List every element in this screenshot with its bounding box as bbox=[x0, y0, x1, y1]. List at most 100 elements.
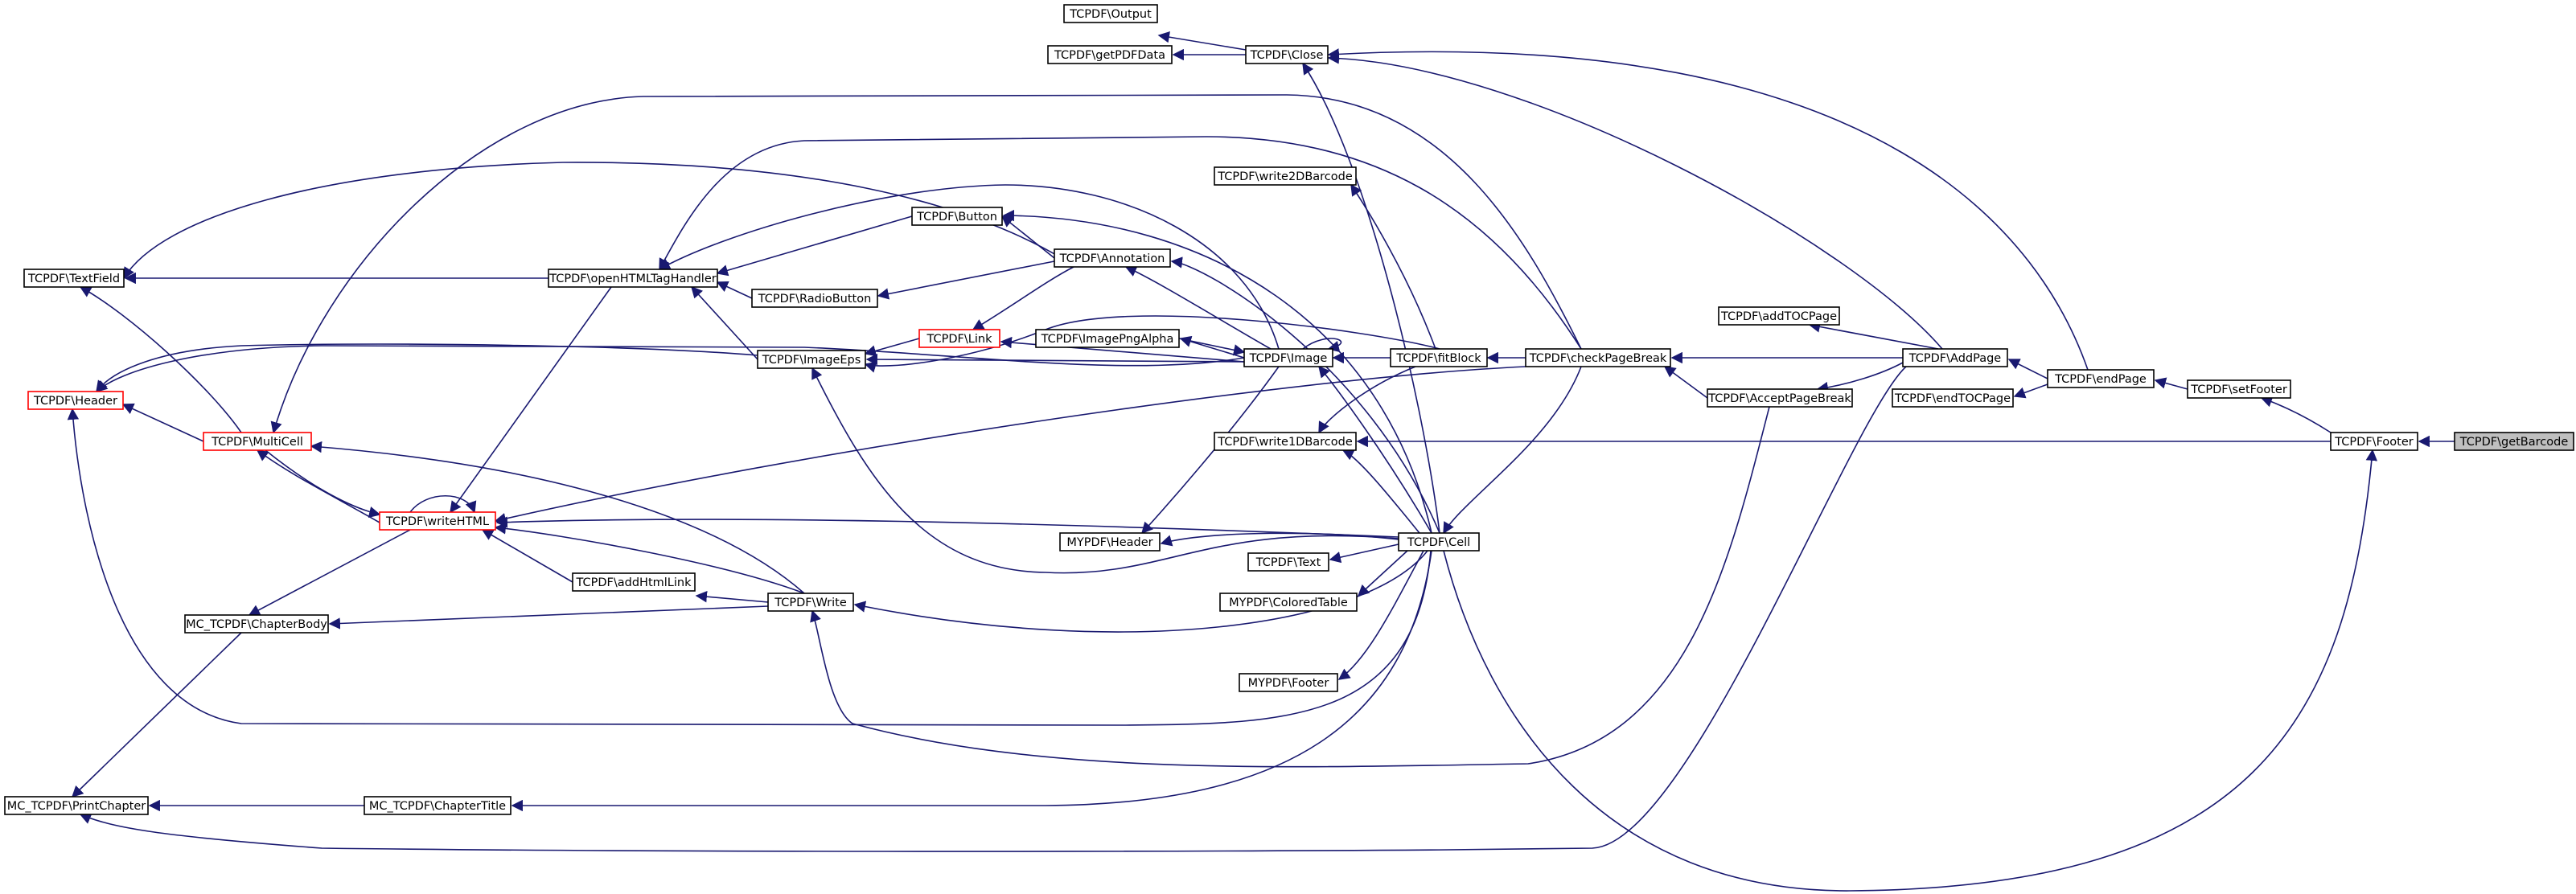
node-footer[interactable]: TCPDF\Footer bbox=[2330, 432, 2418, 451]
edge-image-to-image bbox=[1302, 338, 1342, 353]
edge-openhtmltaghandler-to-imageeps bbox=[691, 285, 758, 360]
node-box bbox=[1525, 348, 1671, 367]
edge-close-to-endpage bbox=[1327, 48, 2089, 371]
node-header[interactable]: TCPDF\Header bbox=[27, 391, 124, 410]
edge-openhtmltaghandler-to-image bbox=[658, 184, 1280, 350]
node-label: TCPDF\TextField bbox=[27, 273, 120, 285]
edge-button-to-annotation bbox=[1000, 215, 1055, 259]
node-box bbox=[911, 207, 1003, 226]
edge-writehtml-to-write bbox=[494, 523, 805, 594]
edge-mypdfheader-to-image bbox=[1141, 366, 1280, 535]
node-box bbox=[751, 289, 878, 308]
node-end-page[interactable]: TCPDF\endPage bbox=[2047, 369, 2155, 388]
node-chapter-body[interactable]: MC_TCPDF\ChapterBody bbox=[184, 614, 329, 634]
edge-cell-to-annotation bbox=[1170, 256, 1440, 534]
node-label: TCPDF\RadioButton bbox=[758, 293, 872, 306]
node-write-html[interactable]: TCPDF\writeHTML bbox=[379, 511, 496, 531]
node-annotation[interactable]: TCPDF\Annotation bbox=[1054, 248, 1171, 268]
edge-cell-to-write bbox=[853, 550, 1428, 633]
node-label: TCPDF\Header bbox=[33, 395, 117, 408]
node-box bbox=[1214, 166, 1357, 186]
node-box bbox=[1390, 348, 1488, 367]
node-text-field[interactable]: TCPDF\TextField bbox=[23, 269, 125, 288]
node-box bbox=[1718, 306, 1840, 326]
edge-imageeps-to-image bbox=[865, 353, 1245, 366]
edge-endtocpage-to-endpage bbox=[2013, 383, 2048, 399]
node-multi-cell[interactable]: TCPDF\MultiCell bbox=[203, 432, 312, 451]
edge-printchapter-to-chapterbody bbox=[71, 632, 242, 798]
edge-header-to-image bbox=[95, 345, 1245, 392]
edge-writehtml-to-openhtmltaghandler bbox=[450, 286, 612, 514]
node-add-tocpage[interactable]: TCPDF\addTOCPage bbox=[1718, 306, 1840, 326]
edge-writehtml-to-multicell bbox=[265, 449, 381, 518]
node-get-pdfdata[interactable]: TCPDF\getPDFData bbox=[1047, 45, 1173, 64]
node-box bbox=[2047, 369, 2155, 388]
node-print-chapter[interactable]: MC_TCPDF\PrintChapter bbox=[4, 796, 149, 815]
node-label: TCPDF\Write bbox=[774, 597, 847, 609]
edge-writehtml-to-addhtmllink bbox=[481, 529, 573, 583]
node-label: TCPDF\fitBlock bbox=[1395, 352, 1481, 365]
node-get-barcode: TCPDF\getBarcode bbox=[2454, 432, 2574, 451]
node-box bbox=[184, 614, 329, 634]
node-add-page[interactable]: TCPDF\AddPage bbox=[1902, 348, 2008, 367]
node-set-footer[interactable]: TCPDF\setFooter bbox=[2187, 379, 2291, 399]
node-mypdfheader[interactable]: MYPDF\Header bbox=[1059, 532, 1161, 552]
node-add-html-link[interactable]: TCPDF\addHtmlLink bbox=[572, 572, 696, 592]
node-label: TCPDF\openHTMLTagHandler bbox=[548, 273, 716, 285]
node-write2-dbarcode[interactable]: TCPDF\write2DBarcode bbox=[1214, 166, 1357, 186]
edge-link-to-annotation bbox=[972, 266, 1074, 330]
node-box bbox=[1247, 552, 1329, 572]
node-write1-dbarcode[interactable]: TCPDF\write1DBarcode bbox=[1214, 432, 1357, 451]
node-fit-block[interactable]: TCPDF\fitBlock bbox=[1390, 348, 1488, 367]
node-box bbox=[23, 269, 125, 288]
node-check-page-break[interactable]: TCPDF\checkPageBreak bbox=[1525, 348, 1671, 367]
node-label: TCPDF\Button bbox=[916, 211, 997, 224]
node-label: TCPDF\ImageEps bbox=[762, 354, 861, 367]
node-box bbox=[757, 350, 866, 369]
edge-cell-to-checkpagebreak bbox=[1443, 366, 1582, 535]
edge-image-to-imagepngalpha bbox=[1178, 338, 1246, 356]
node-text[interactable]: TCPDF\Text bbox=[1247, 552, 1329, 572]
node-label: TCPDF\endTOCPage bbox=[1894, 392, 2011, 405]
edge-cell-to-footer bbox=[1443, 449, 2378, 892]
node-cell[interactable]: TCPDF\Cell bbox=[1398, 532, 1480, 552]
node-box bbox=[1892, 388, 2014, 408]
node-image-png-alpha[interactable]: TCPDF\ImagePngAlpha bbox=[1035, 329, 1180, 348]
node-label: TCPDF\addHtmlLink bbox=[576, 576, 692, 589]
node-box bbox=[2330, 432, 2418, 451]
node-image-eps[interactable]: TCPDF\ImageEps bbox=[757, 350, 866, 369]
node-box bbox=[1707, 388, 1853, 408]
node-colored-table[interactable]: MYPDF\ColoredTable bbox=[1219, 593, 1358, 612]
node-label: TCPDF\Link bbox=[926, 333, 993, 346]
node-label: MYPDF\Header bbox=[1066, 536, 1152, 549]
node-box bbox=[1243, 348, 1333, 367]
node-image[interactable]: TCPDF\Image bbox=[1243, 348, 1333, 367]
node-label: TCPDF\Output bbox=[1069, 8, 1152, 21]
edge-writehtml-to-writehtml bbox=[409, 495, 477, 514]
node-mypdffooter[interactable]: MYPDF\Footer bbox=[1239, 673, 1338, 692]
edge-cell-to-button bbox=[1002, 209, 1432, 534]
node-label: TCPDF\Annotation bbox=[1059, 252, 1165, 265]
edge-endpage-to-setfooter bbox=[2154, 377, 2188, 390]
node-write[interactable]: TCPDF\Write bbox=[767, 593, 854, 612]
edge-chapterbody-to-writehtml bbox=[248, 529, 411, 616]
edge-annotation-to-image bbox=[1124, 265, 1272, 350]
node-box bbox=[1059, 532, 1161, 552]
edge-cell-to-close bbox=[1302, 62, 1440, 534]
node-radio-button[interactable]: TCPDF\RadioButton bbox=[751, 289, 878, 308]
node-button[interactable]: TCPDF\Button bbox=[911, 207, 1003, 226]
edge-cell-to-image bbox=[1318, 365, 1432, 534]
node-label: TCPDF\Cell bbox=[1407, 536, 1470, 549]
node-link[interactable]: TCPDF\Link bbox=[918, 329, 1000, 348]
edge-printchapter-to-addpage bbox=[79, 366, 1907, 852]
edge-addhtmllink-to-write bbox=[695, 590, 769, 603]
node-end-tocpage[interactable]: TCPDF\endTOCPage bbox=[1892, 388, 2014, 408]
node-output[interactable]: TCPDF\Output bbox=[1063, 4, 1158, 23]
node-open-htmltag-handler[interactable]: TCPDF\openHTMLTagHandler bbox=[548, 269, 718, 288]
node-chapter-title[interactable]: MC_TCPDF\ChapterTitle bbox=[364, 796, 512, 815]
node-accept-page-break[interactable]: TCPDF\AcceptPageBreak bbox=[1707, 388, 1853, 408]
node-close[interactable]: TCPDF\Close bbox=[1245, 45, 1329, 64]
edge-multicell-to-textfield bbox=[79, 286, 242, 433]
edge-write2dbarcode-to-fitblock bbox=[1350, 183, 1436, 350]
